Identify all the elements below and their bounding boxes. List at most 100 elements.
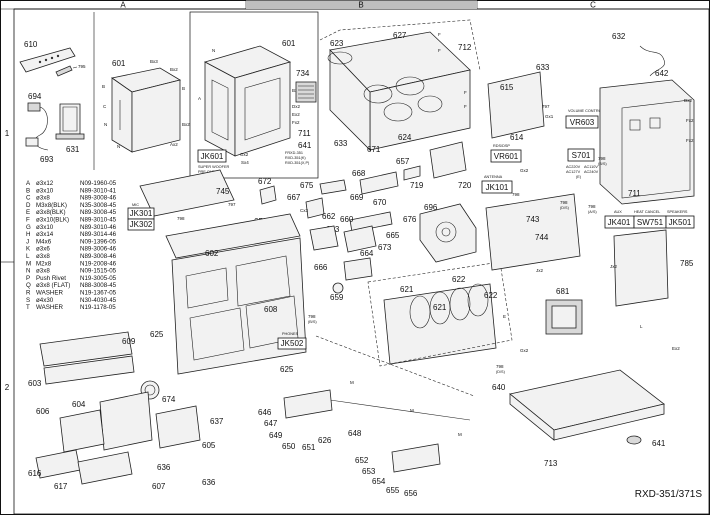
part-shape-657: [403, 165, 421, 181]
ref-798-right: 798: [512, 192, 520, 197]
legend-key: P: [26, 275, 30, 282]
screw-f-d: F: [464, 104, 467, 109]
part-785: 785: [680, 259, 694, 268]
part-641-b: 641: [652, 439, 666, 448]
part-720: 720: [458, 181, 472, 190]
part-604: 604: [72, 400, 86, 409]
ref-798-b: 798: [177, 216, 185, 221]
part-734: 734: [296, 69, 310, 78]
vr603-caption: VOLUME CONTROL: [568, 109, 604, 113]
jk601-sub2: PRE OUT: [198, 170, 216, 174]
s701-sub4: AC240V: [584, 170, 599, 174]
legend-key: Q: [26, 282, 31, 289]
jk101-label: JK101: [486, 183, 509, 192]
ref-798-as: 798: [588, 204, 596, 209]
legend-code: N89-3010-41: [80, 187, 117, 194]
part-609: 609: [122, 337, 136, 346]
stamp-frxd351: FRXD-351: [285, 151, 303, 155]
jk302-box: [127, 218, 155, 231]
part-743: 743: [526, 215, 540, 224]
part-668: 668: [352, 169, 366, 178]
part-623: 623: [330, 39, 344, 48]
switch-row-652: [391, 443, 441, 473]
legend-code: N88-3008-45: [80, 282, 117, 289]
part-shape-672: [259, 185, 277, 205]
part-694: 694: [28, 92, 42, 101]
cabinet-inset-box: [189, 11, 319, 179]
screw-n-c: N: [212, 48, 215, 53]
legend-desc: ø3x10: [36, 187, 54, 194]
ref-798-ds-var: (D/S): [560, 206, 570, 210]
stamp-rxd351k: RXD-351(K): [285, 156, 306, 160]
vr601-label: VR601: [494, 152, 519, 161]
jk601-label: JK601: [201, 152, 224, 161]
front-frame-602: [165, 213, 307, 375]
screw-m-a: M: [350, 380, 354, 385]
model-code: RXD-351/371S: [635, 489, 703, 500]
screw-m-c: M: [458, 432, 462, 437]
part-651: 626: [318, 436, 332, 445]
cd-deck-mechanism: [329, 31, 471, 151]
s701-box: [567, 148, 595, 162]
switch-row-646: [283, 389, 333, 419]
ref-798-ds: 798: [560, 200, 568, 205]
ref-798-gs-var: (D/S): [496, 370, 506, 374]
ref-798-gs: 798: [496, 364, 504, 369]
legend-code: N09-1960-05: [80, 180, 117, 187]
legend-key: T: [26, 304, 30, 311]
screw-n-a: N: [104, 122, 107, 127]
part-675: 675: [300, 181, 314, 190]
legend-desc: WASHER: [36, 290, 63, 297]
rear-panel: [599, 79, 695, 205]
part-642: 642: [655, 69, 669, 78]
legend-desc: ø3x8: [36, 253, 50, 260]
legend-desc: ø3x6: [36, 246, 50, 253]
part-shape-662: [309, 225, 339, 251]
part-676: 676: [403, 215, 417, 224]
stamp-rxd351xp: RXD-351(X,P): [285, 161, 310, 165]
panel-609: [39, 331, 133, 367]
part-659: 659: [330, 293, 344, 302]
vr603-label: VR603: [570, 118, 595, 127]
legend-code: N09-1396-05: [80, 238, 117, 245]
part-621-b: 621: [433, 303, 447, 312]
part-shape-606: [59, 409, 105, 453]
part-shape-604: [99, 391, 153, 451]
legend-desc: Push Rivet: [36, 275, 66, 282]
legend-code: N19-1178-05: [80, 304, 116, 311]
screw-f-b: F: [438, 48, 441, 53]
legend-key: S: [26, 297, 30, 304]
screw-bx2-a: Bx2: [170, 67, 178, 72]
column-label-a: A: [120, 1, 126, 10]
legend-code: N35-3008-45: [80, 202, 117, 209]
legend-key: H: [26, 231, 30, 238]
part-744: 744: [535, 233, 549, 242]
screw-gx2-b: Gx2: [520, 168, 529, 173]
legend-key: C: [26, 195, 31, 202]
part-669: 669: [350, 193, 364, 202]
screw-dx2-b: Dx2: [684, 98, 692, 103]
cd-boards: [383, 283, 497, 365]
part-605: 605: [202, 441, 216, 450]
part-614: 614: [510, 133, 524, 142]
screw-fx2-b: Fx2: [686, 118, 694, 123]
part-666: 666: [314, 263, 328, 272]
s701-sub1: AC220V: [566, 165, 581, 169]
screw-sx4: Sx4: [241, 160, 249, 165]
part-616: 616: [28, 469, 42, 478]
part-640: 640: [492, 383, 506, 392]
jk301-label: JK301: [130, 209, 153, 218]
part-615: 615: [500, 83, 514, 92]
rear-cabinet-small: [111, 67, 182, 153]
sw751-label: SW751: [637, 218, 664, 227]
loop-antenna: [55, 103, 85, 140]
legend-key: E: [26, 209, 30, 216]
screw-m-b: M: [410, 408, 414, 413]
part-601-a: 601: [112, 59, 126, 68]
part-681: 681: [556, 287, 570, 296]
legend-key: L: [26, 253, 30, 260]
s701-label: S701: [572, 151, 591, 160]
legend-desc: WASHER: [36, 304, 63, 311]
screw-f-a: F: [438, 32, 441, 37]
